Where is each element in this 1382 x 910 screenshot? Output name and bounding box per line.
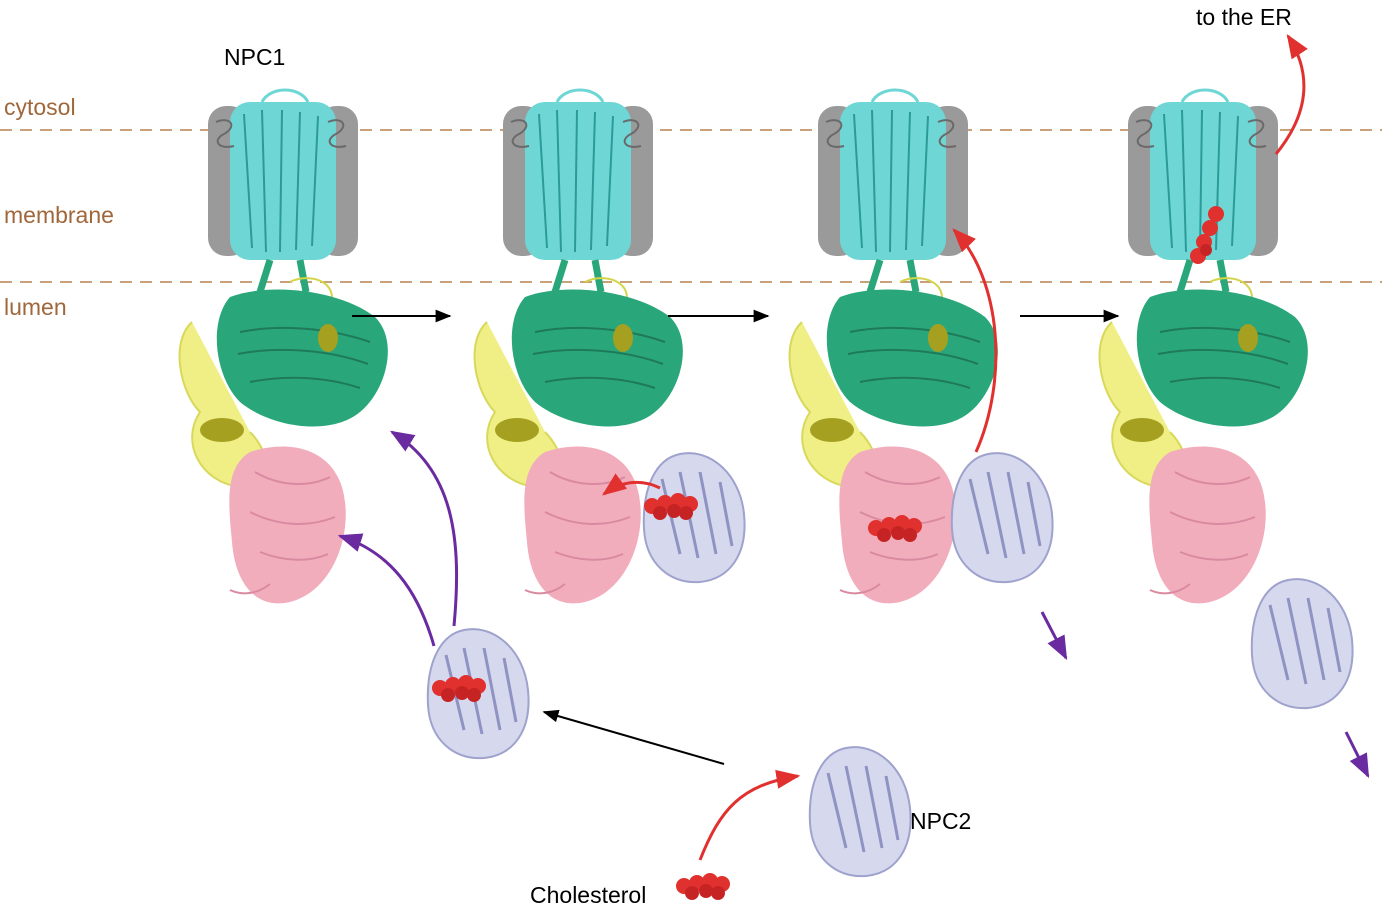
npc1-structure-1 [180, 90, 388, 603]
npc2-released-panel4 [1250, 577, 1355, 710]
npc2-bound-panel3 [950, 451, 1055, 584]
npc1-structure-4 [1100, 90, 1308, 603]
arrow-ctd-to-membrane [952, 228, 998, 453]
arrow-cholesterol-to-npc2 [698, 769, 801, 861]
arrow-to-er [1274, 33, 1308, 155]
npc1-label: NPC1 [224, 44, 286, 70]
cholesterol-label: Cholesterol [530, 882, 647, 908]
zone-label-lumen: lumen [4, 294, 67, 320]
arrow-npc2-loading [542, 709, 725, 765]
npc2-label: NPC2 [910, 808, 972, 834]
zone-label-membrane: membrane [4, 202, 114, 228]
zone-label-cytosol: cytosol [4, 94, 76, 120]
arrow-npc2-to-ctd [337, 533, 436, 647]
cholesterol-free [676, 873, 730, 900]
npc2-free [808, 745, 913, 878]
arrow-npc2-to-ctd [602, 473, 661, 496]
to-er-label: to the ER [1196, 4, 1292, 30]
arrow-npc2-to-ntd [389, 430, 459, 627]
cholesterol-in-membrane-panel4 [1190, 206, 1224, 264]
arrow-npc2-release-panel3 [1040, 611, 1068, 661]
arrow-npc2-release-panel4 [1344, 731, 1370, 779]
